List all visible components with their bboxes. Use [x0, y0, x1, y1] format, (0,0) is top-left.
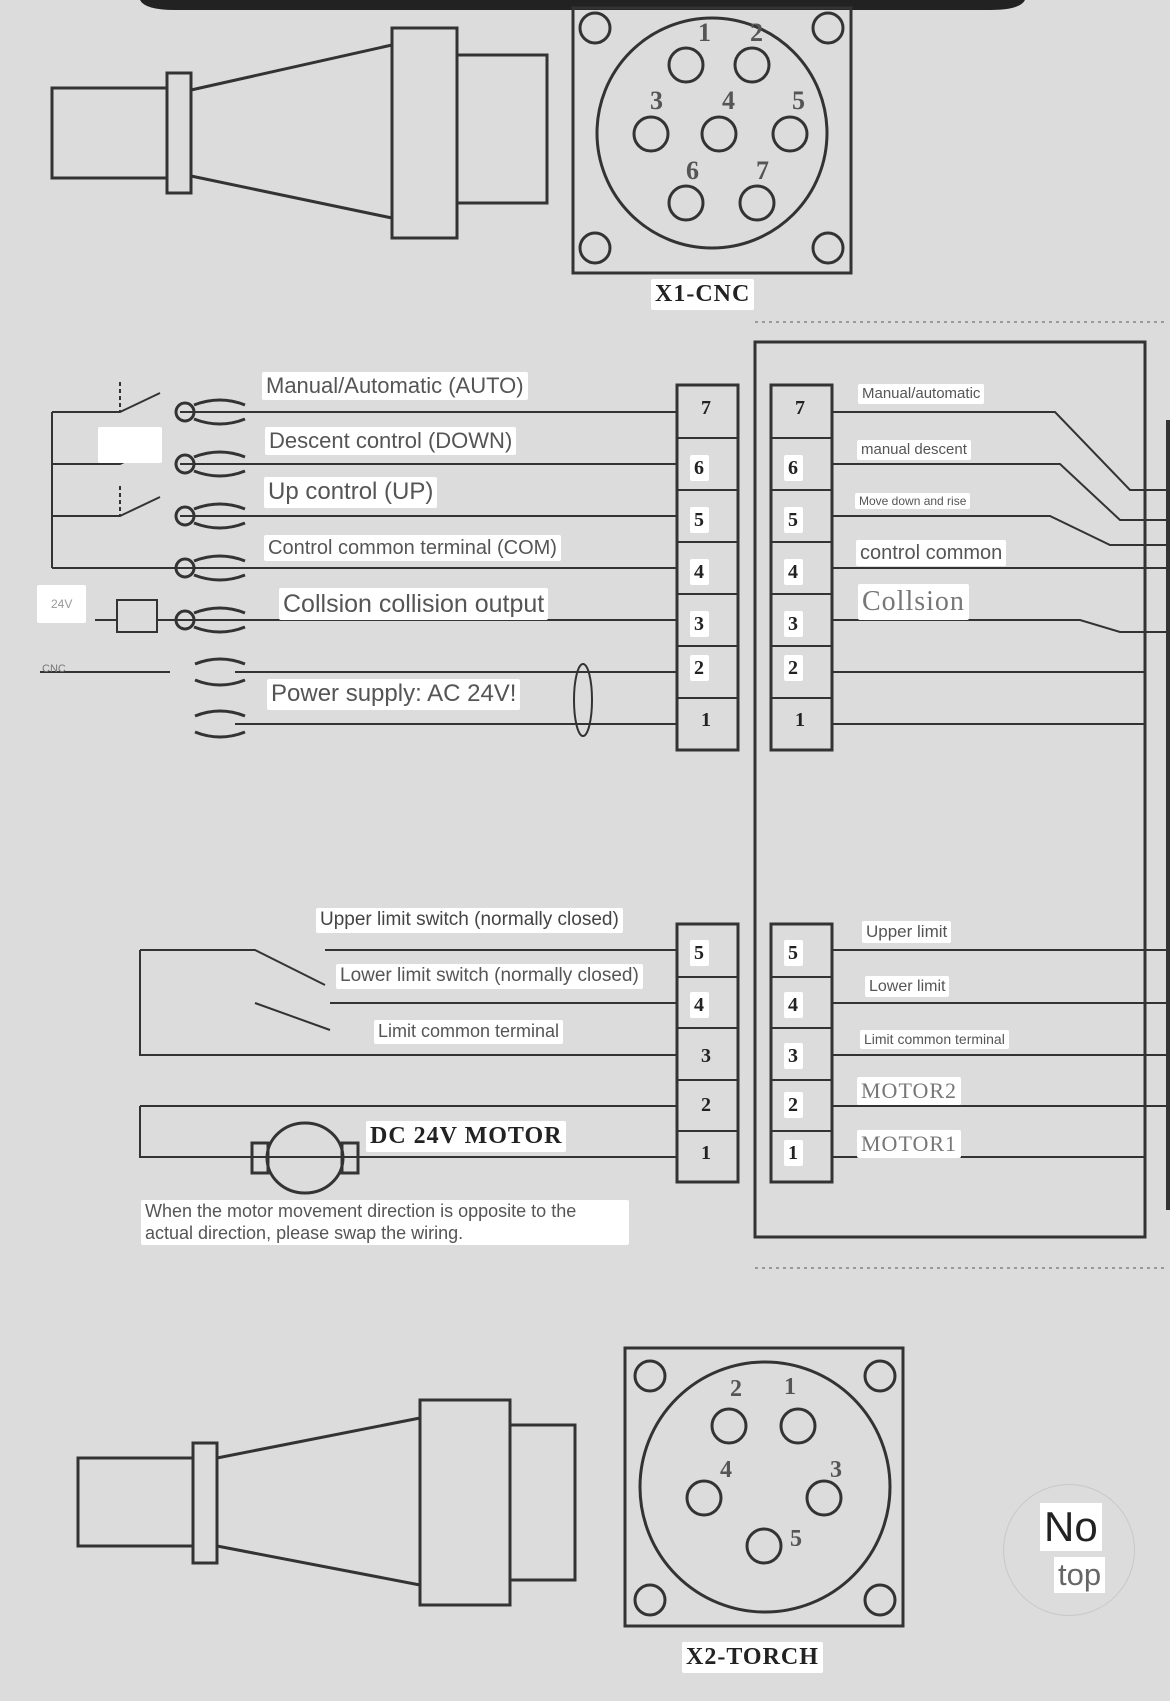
label-power: Power supply: AC 24V! — [267, 679, 521, 710]
label-r-manual-descent: manual descent — [857, 440, 971, 460]
tb-top-r-2: 2 — [784, 655, 803, 681]
x2-pin-4: 4 — [720, 1457, 733, 1483]
tb-bot-l-1: 1 — [701, 1142, 712, 1164]
tb-top-l-1: 1 — [701, 709, 712, 731]
label-limit-common: Limit common terminal — [374, 1020, 564, 1044]
tb-bot-l-2: 2 — [701, 1094, 712, 1116]
label-r-limit-common: Limit common terminal — [860, 1030, 1009, 1049]
tb-top-r-6: 6 — [784, 455, 803, 481]
tb-bot-l-4: 4 — [690, 992, 709, 1018]
x2-pin-1: 1 — [784, 1374, 797, 1400]
x2-pin-3: 3 — [830, 1457, 843, 1483]
tb-top-r-1: 1 — [795, 709, 806, 731]
tb-bot-r-1: 1 — [784, 1140, 803, 1166]
tb-bot-r-3: 3 — [784, 1043, 803, 1069]
label-down: Descent control (DOWN) — [265, 427, 517, 456]
label-r-control-common: control common — [856, 540, 1007, 566]
label-upper-limit: Upper limit switch (normally closed) — [316, 908, 623, 933]
tb-bot-r-4: 4 — [784, 992, 803, 1018]
switch-highlight — [98, 427, 162, 463]
x2-pin-5: 5 — [790, 1526, 803, 1552]
x1-pin-1: 1 — [698, 18, 712, 47]
label-com: Control common terminal (COM) — [264, 535, 561, 561]
label-r-lower-limit: Lower limit — [865, 976, 950, 998]
label-r-upper-limit: Upper limit — [862, 921, 952, 944]
x1-pin-2: 2 — [750, 18, 764, 47]
x2-torch-title: X2-TORCH — [682, 1642, 823, 1673]
tb-bot-l-5: 5 — [690, 940, 709, 966]
tb-top-r-4: 4 — [784, 559, 803, 585]
tb-top-l-3: 3 — [690, 611, 709, 637]
tb-bot-l-3: 3 — [701, 1045, 712, 1067]
label-r-manual-auto: Manual/automatic — [858, 384, 985, 404]
label-collision: Collsion collision output — [279, 588, 549, 620]
fab-top-label: top — [1054, 1557, 1106, 1593]
tb-bot-r-2: 2 — [784, 1092, 803, 1118]
tb-top-l-7: 7 — [701, 397, 712, 419]
x1-pin-6: 6 — [686, 156, 700, 185]
label-up: Up control (UP) — [264, 477, 438, 508]
tb-top-l-2: 2 — [690, 655, 709, 681]
tb-top-l-4: 4 — [690, 559, 709, 585]
tb-top-l-5: 5 — [690, 507, 709, 533]
label-auto: Manual/Automatic (AUTO) — [262, 372, 528, 401]
x1-pin-3: 3 — [650, 86, 664, 115]
label-lower-limit: Lower limit switch (normally closed) — [336, 964, 643, 989]
tb-bot-r-5: 5 — [784, 940, 803, 966]
no-top-button[interactable]: No top — [1003, 1484, 1135, 1616]
label-r-collsion: Collsion — [858, 584, 969, 620]
x1-pin-4: 4 — [722, 86, 736, 115]
label-r-motor2: MOTOR2 — [857, 1077, 962, 1106]
label-motor: DC 24V MOTOR — [366, 1121, 567, 1152]
tb-top-l-6: 6 — [690, 455, 709, 481]
v24-label: 24V — [37, 585, 87, 624]
x2-pin-2: 2 — [730, 1376, 743, 1402]
label-motor-note: When the motor movement direction is opp… — [141, 1200, 629, 1246]
label-r-move: Move down and rise — [855, 493, 971, 510]
tb-top-r-7: 7 — [795, 397, 806, 419]
tb-top-r-3: 3 — [784, 611, 803, 637]
cnc-input-label: CNC — [42, 663, 66, 675]
x1-pin-7: 7 — [756, 156, 770, 185]
x1-cnc-title: X1-CNC — [651, 279, 755, 310]
fab-no-label: No — [1040, 1503, 1102, 1551]
tb-top-r-5: 5 — [784, 507, 803, 533]
x1-pin-5: 5 — [792, 86, 806, 115]
label-r-motor1: MOTOR1 — [857, 1130, 962, 1159]
